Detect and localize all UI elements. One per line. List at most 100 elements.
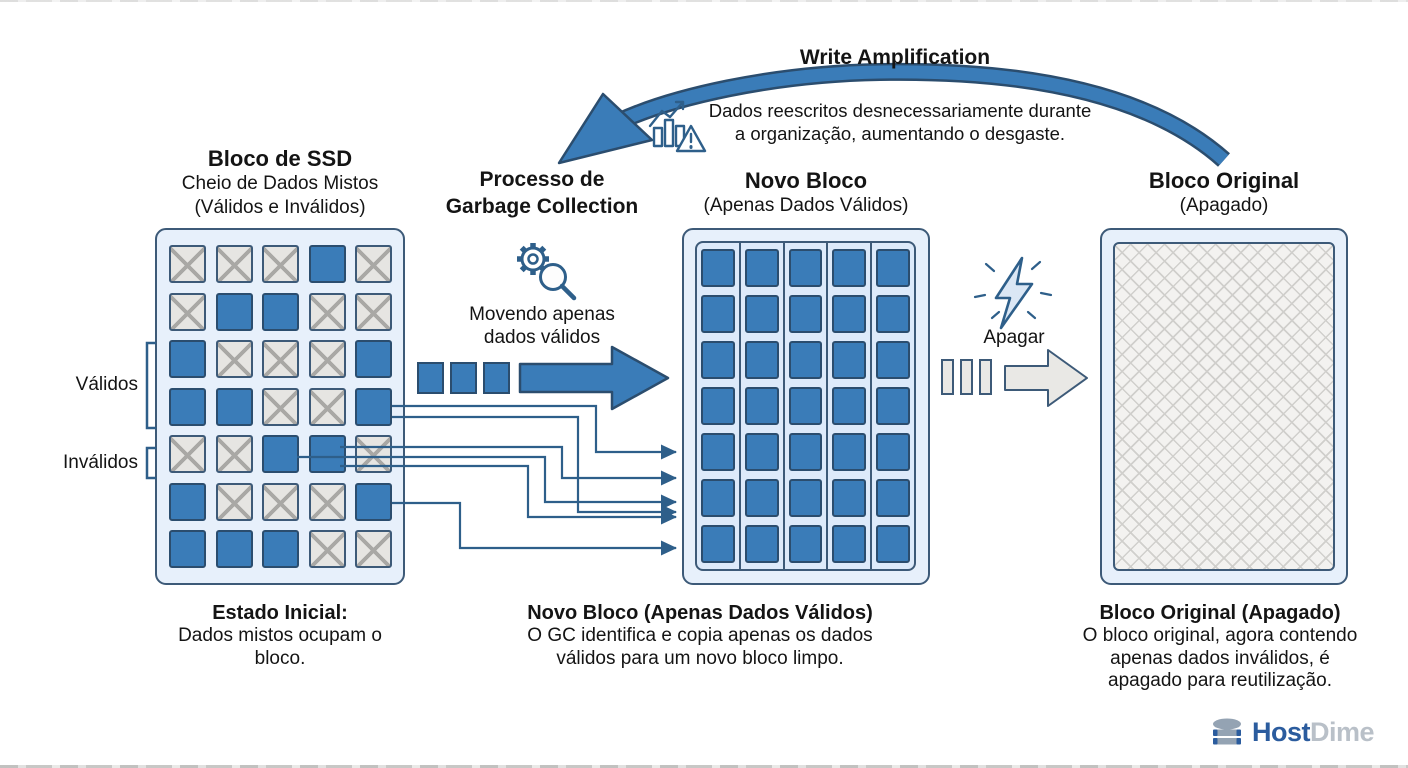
new-block-column [697, 243, 741, 569]
move-arrow [417, 345, 670, 411]
original-block-header: Bloco Original (Apagado) [1148, 168, 1300, 216]
invalid-page-cell [215, 340, 253, 378]
valid-page-cell [876, 433, 910, 471]
erase-label: Apagar [983, 327, 1045, 348]
valid-page-cell [169, 387, 206, 426]
invalid-label: Inválidos [63, 452, 138, 473]
new-block-grid [695, 241, 916, 571]
new-block-column [785, 243, 829, 569]
valid-page-cell [876, 479, 910, 517]
valid-page-cell [788, 387, 823, 425]
invalid-page-cell [169, 245, 206, 283]
invalid-page-cell [215, 435, 253, 473]
ssd-block-caption: Estado Inicial: Dados mistos ocupam o bl… [178, 602, 382, 669]
new-block-column [828, 243, 873, 569]
valid-page-cell [744, 525, 779, 564]
valid-page-cell [169, 482, 206, 521]
logo-text: HostDime [1252, 717, 1375, 747]
write-amplification-desc: Dados reescritos desnecessariamente dura… [708, 100, 1092, 144]
invalid-page-cell [169, 435, 206, 473]
valid-page-cell [788, 249, 823, 287]
invalid-page-cell [262, 245, 299, 283]
valid-page-cell [701, 249, 735, 287]
valid-page-cell [169, 530, 206, 568]
valid-page-cell [876, 387, 910, 425]
invalid-page-cell [262, 340, 299, 378]
ssd-block-header: Bloco de SSD Cheio de Dados Mistos (Váli… [181, 146, 379, 218]
lightning-icon [973, 256, 1053, 330]
valid-page-cell [215, 292, 253, 331]
valid-page-cell [788, 525, 823, 564]
valid-page-cell [876, 249, 910, 287]
invalid-page-cell [308, 387, 346, 426]
new-block-column [872, 243, 914, 569]
valid-page-cell [215, 530, 253, 568]
valid-page-cell [788, 341, 823, 379]
original-block [1100, 228, 1348, 585]
valid-page-cell [215, 387, 253, 426]
valid-page-cell [876, 525, 910, 564]
valid-page-cell [832, 249, 867, 287]
ssd-block [155, 228, 405, 585]
valid-page-cell [832, 433, 867, 471]
valid-page-cell [744, 387, 779, 425]
valid-page-cell [744, 433, 779, 471]
write-amplification-title: Write Amplification [799, 46, 991, 69]
invalid-page-cell [355, 530, 392, 568]
top-edge-artifact [0, 0, 1408, 2]
valid-page-cell [832, 341, 867, 379]
valid-page-cell [308, 435, 346, 473]
new-block-column [741, 243, 785, 569]
hostdime-logo: HostDime [1211, 716, 1375, 749]
valid-page-cell [701, 479, 735, 517]
valid-page-cell [832, 387, 867, 425]
valid-page-cell [876, 341, 910, 379]
original-block-caption: Bloco Original (Apagado) O bloco origina… [1082, 602, 1358, 691]
valid-page-cell [169, 340, 206, 378]
new-block-header: Novo Bloco (Apenas Dados Válidos) [703, 168, 909, 216]
valid-page-cell [701, 433, 735, 471]
valid-page-cell [788, 479, 823, 517]
valid-page-cell [744, 341, 779, 379]
valid-page-cell [355, 387, 392, 426]
valid-page-cell [832, 479, 867, 517]
new-block-caption: Novo Bloco (Apenas Dados Válidos) O GC i… [527, 602, 873, 669]
valid-page-cell [355, 340, 392, 378]
valid-page-cell [701, 387, 735, 425]
moving-valid-data-label: Movendo apenas dados válidos [469, 304, 615, 348]
valid-page-cell [744, 479, 779, 517]
valid-page-cell [701, 525, 735, 564]
valid-page-cell [788, 295, 823, 333]
erase-arrow [941, 349, 1088, 407]
invalid-page-cell [355, 292, 392, 331]
invalid-page-cell [169, 292, 206, 331]
invalid-page-cell [215, 482, 253, 521]
invalid-page-cell [355, 245, 392, 283]
valid-page-cell [701, 341, 735, 379]
valid-page-cell [355, 482, 392, 521]
invalid-page-cell [262, 387, 299, 426]
valid-page-cell [788, 433, 823, 471]
ssd-block-grid [169, 245, 392, 568]
invalid-page-cell [308, 340, 346, 378]
valid-page-cell [701, 295, 735, 333]
valid-page-cell [832, 525, 867, 564]
valid-page-cell [262, 292, 299, 331]
valid-page-cell [262, 435, 299, 473]
invalid-page-cell [308, 482, 346, 521]
invalid-page-cell [262, 482, 299, 521]
erased-area [1113, 242, 1335, 571]
valid-page-cell [744, 249, 779, 287]
valid-page-cell [262, 530, 299, 568]
valid-page-cell [876, 295, 910, 333]
gear-search-icon [517, 243, 577, 301]
invalid-page-cell [215, 245, 253, 283]
database-icon [1213, 718, 1241, 745]
invalid-page-cell [308, 292, 346, 331]
valid-page-cell [308, 245, 346, 283]
invalid-page-cell [308, 530, 346, 568]
chart-warning-icon [648, 100, 707, 153]
valid-page-cell [832, 295, 867, 333]
invalid-page-cell [355, 435, 392, 473]
